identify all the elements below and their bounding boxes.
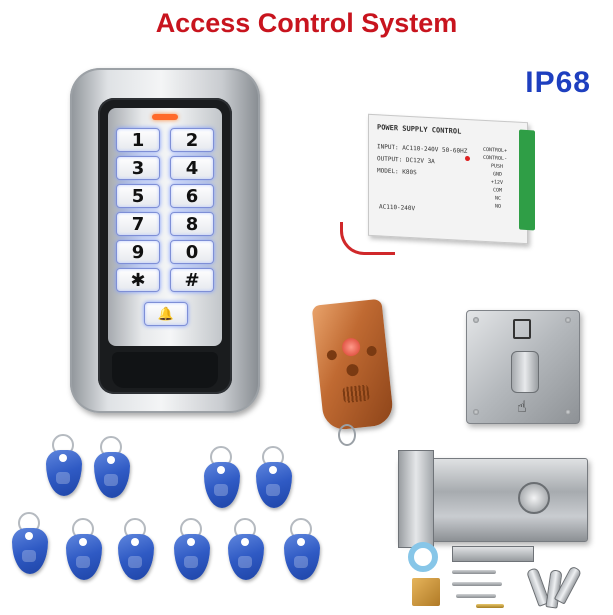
- psu-model: MODEL: K80S: [377, 167, 417, 177]
- psu-terminal-block: [519, 129, 535, 231]
- exit-button-plate: ☝: [466, 310, 580, 424]
- keypad-device: 1 2 3 4 5 6 7 8 9 0 ✱ # 🔔: [70, 68, 260, 413]
- screw: [565, 317, 571, 323]
- key-9[interactable]: 9: [116, 240, 160, 264]
- psu-terminal-label: +12V: [491, 179, 504, 186]
- bell-icon: 🔔: [157, 306, 175, 322]
- remote-red-button[interactable]: [341, 337, 362, 357]
- screw-rod: [452, 582, 502, 586]
- key-1[interactable]: 1: [116, 128, 160, 152]
- doorbell-key[interactable]: 🔔: [144, 302, 188, 326]
- remote-button[interactable]: [345, 363, 360, 377]
- screw-rod: [452, 570, 496, 574]
- psu-input: INPUT: AC110-240V 50-60HZ: [377, 143, 468, 156]
- psu-terminal-label: CONTROL-: [483, 154, 508, 163]
- key-0[interactable]: 0: [170, 240, 214, 264]
- key-8[interactable]: 8: [170, 212, 214, 236]
- rfid-fob: [282, 518, 322, 582]
- key-5[interactable]: 5: [116, 184, 160, 208]
- remote-button[interactable]: [326, 349, 338, 361]
- lock-faceplate: [398, 450, 434, 548]
- rfid-fob: [116, 518, 156, 582]
- key-3[interactable]: 3: [116, 156, 160, 180]
- psu-terminal-label: CONTROL+: [483, 146, 508, 155]
- power-supply: POWER SUPPLY CONTROL INPUT: AC110-240V 5…: [368, 113, 528, 245]
- psu-terminal-label: GND: [493, 171, 503, 178]
- screw-rod: [476, 604, 504, 608]
- keypad-bezel: 1 2 3 4 5 6 7 8 9 0 ✱ # 🔔: [98, 98, 232, 394]
- key-hash[interactable]: #: [170, 268, 214, 292]
- screw: [473, 409, 479, 415]
- washer: [408, 542, 438, 572]
- page-title: Access Control System: [155, 8, 458, 38]
- psu-terminal-label: NO: [495, 203, 502, 210]
- rfid-fob: [92, 436, 132, 500]
- rfid-fob: [44, 434, 84, 498]
- screw: [565, 409, 571, 415]
- psu-terminal-label: PUSH: [491, 163, 504, 170]
- power-wire: [340, 222, 395, 255]
- rfid-fob: [64, 518, 104, 582]
- nut-plate: [412, 578, 440, 606]
- keypad-chin: [112, 352, 218, 388]
- lock-cylinder: [518, 482, 550, 514]
- key-ring: [338, 424, 356, 446]
- key-7[interactable]: 7: [116, 212, 160, 236]
- ip68-badge: IP68: [525, 66, 591, 99]
- rfid-fob: [172, 518, 212, 582]
- remote-button[interactable]: [366, 345, 378, 357]
- keypad-plate: 1 2 3 4 5 6 7 8 9 0 ✱ # 🔔: [108, 108, 222, 346]
- exit-push-button[interactable]: [511, 351, 539, 393]
- remote-control: [311, 298, 395, 432]
- key-star[interactable]: ✱: [116, 268, 160, 292]
- psu-label: POWER SUPPLY CONTROL: [377, 123, 462, 136]
- screw: [473, 317, 479, 323]
- key-2[interactable]: 2: [170, 128, 214, 152]
- status-led: [152, 114, 178, 120]
- rfid-fob: [202, 446, 242, 510]
- psu-led: [465, 155, 470, 162]
- rfid-fob: [226, 518, 266, 582]
- key-4[interactable]: 4: [170, 156, 214, 180]
- key-6[interactable]: 6: [170, 184, 214, 208]
- rfid-fob: [10, 512, 50, 576]
- psu-terminal-label: NC: [495, 195, 502, 202]
- psu-terminal-label: COM: [493, 187, 503, 194]
- remote-grip: [342, 384, 370, 404]
- door-icon: [513, 319, 531, 339]
- psu-output: OUTPUT: DC12V 3A: [377, 155, 435, 166]
- hand-icon: ☝: [517, 399, 527, 416]
- screw-rod: [456, 594, 496, 598]
- strike-plate: [452, 546, 534, 562]
- rfid-fob: [254, 446, 294, 510]
- psu-voltage: AC110-240V: [379, 203, 416, 213]
